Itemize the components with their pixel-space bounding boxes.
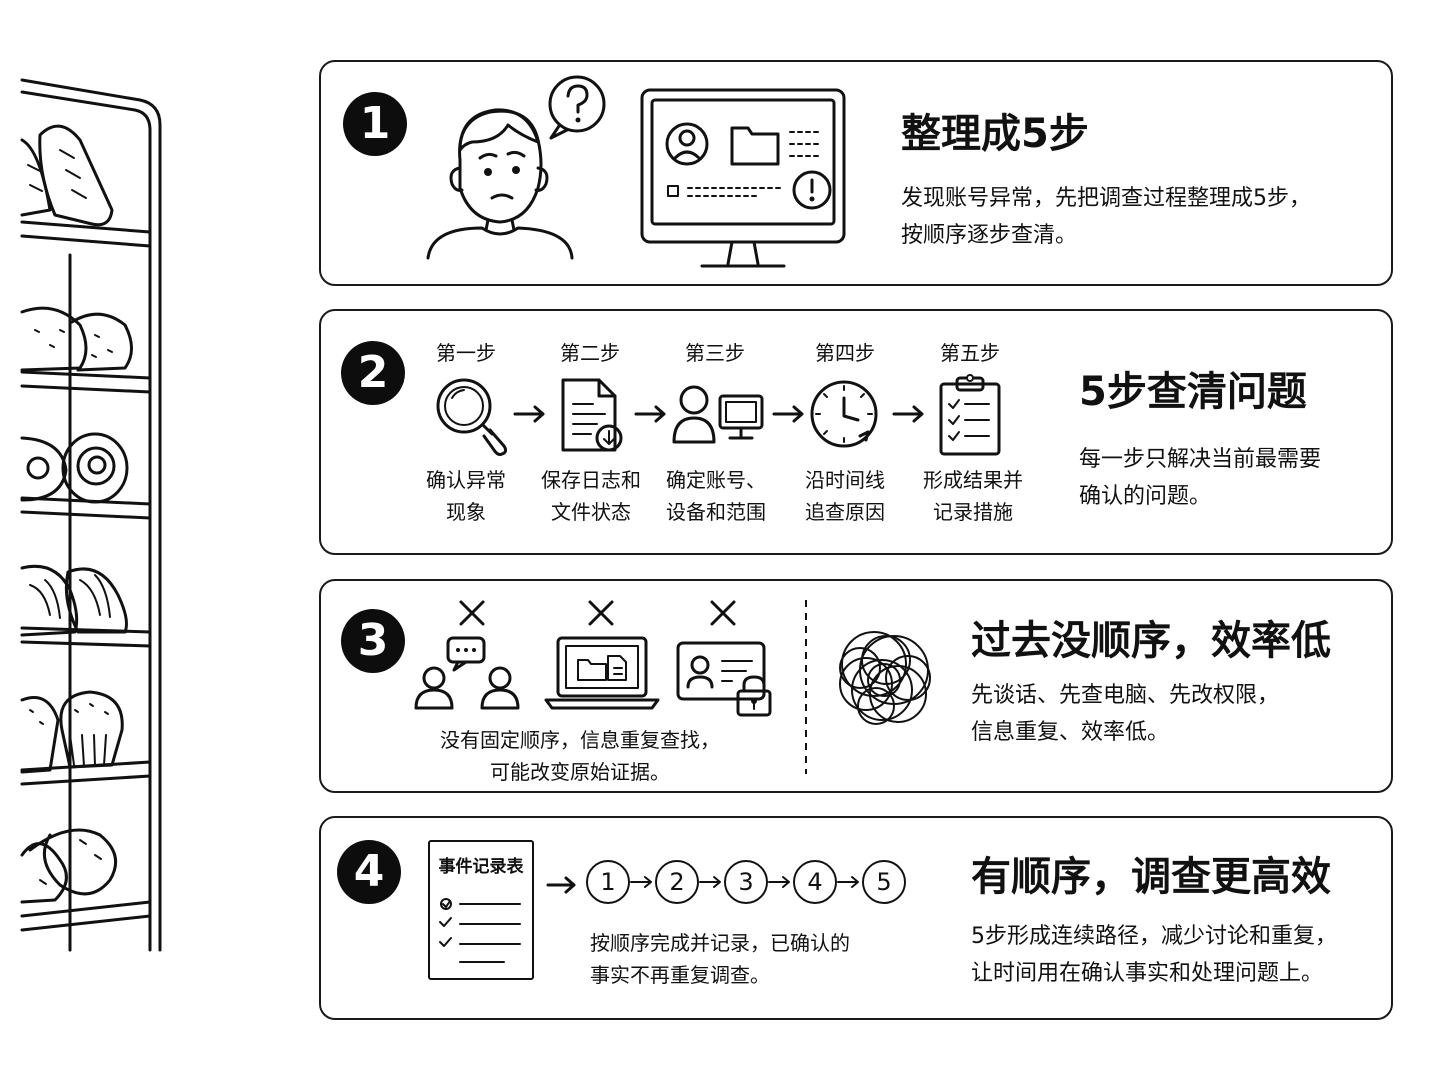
panel-2 (319, 309, 1393, 555)
panel-1-description: 发现账号异常，先把调查过程整理成5步， 按顺序逐步查清。 (901, 180, 1311, 254)
computer-monitor-alert-icon (640, 88, 846, 268)
step-5-label: 第五步 (940, 341, 1000, 365)
step-1-caption: 确认异常 现象 (396, 464, 536, 528)
panel-2-description-line: 每一步只解决当前最需要 (1079, 447, 1322, 472)
step-1-label: 第一步 (436, 341, 496, 365)
panel-3-description-line: 先谈话、先查电脑、先改权限， (971, 683, 1280, 708)
sequence-arrow-icon (699, 876, 721, 888)
question-bubble-icon (548, 75, 606, 140)
x-mark-icon (710, 600, 736, 626)
x-mark-icon (459, 600, 485, 626)
panel-2-description: 每一步只解决当前最需要 确认的问题。 (1079, 441, 1321, 515)
panel-1-description-line: 按顺序逐步查清。 (901, 223, 1078, 248)
step-4-caption: 沿时间线 追查原因 (775, 464, 915, 528)
document-download-icon (561, 378, 623, 452)
panel-3-number: 3 (341, 609, 405, 673)
sequence-step-circle: 4 (793, 860, 837, 904)
incident-record-form-title: 事件记录表 (438, 857, 524, 877)
step-arrow-icon (634, 405, 666, 423)
confused-person-icon (426, 108, 574, 260)
magnifier-icon (436, 378, 508, 456)
sequence-step-circle: 2 (655, 860, 699, 904)
panel-4-caption-line: 按顺序完成并记录，已确认的 (590, 931, 850, 955)
divider-line (805, 600, 807, 774)
step-caption-line: 追查原因 (805, 500, 885, 524)
user-monitor-icon (672, 385, 764, 444)
step-caption-line: 形成结果并 (923, 468, 1023, 492)
clock-icon (810, 380, 878, 448)
step-3-caption: 确定账号、 设备和范围 (646, 464, 786, 528)
step-caption-line: 文件状态 (551, 500, 631, 524)
panel-4-caption-line: 事实不再重复调查。 (590, 963, 770, 987)
panel-4-description: 5步形成连续路径，减少讨论和重复， 让时间用在确认事实和处理问题上。 (971, 918, 1337, 992)
laptop-files-icon (544, 636, 660, 710)
step-caption-line: 记录措施 (933, 500, 1013, 524)
step-sequence: 1 2 3 4 5 (586, 860, 906, 910)
panel-1-description-line: 发现账号异常，先把调查过程整理成5步， (901, 186, 1311, 211)
panel-4-number: 4 (337, 840, 401, 904)
round-bread-icon (20, 306, 133, 372)
sequence-arrow-icon (837, 876, 859, 888)
bagel-icon (20, 432, 129, 504)
pretzel-icon (20, 828, 118, 904)
baguette-icon (20, 124, 114, 227)
checklist-clipboard-icon (939, 374, 1001, 456)
step-caption-line: 保存日志和 (541, 468, 641, 492)
step-5-caption: 形成结果并 记录措施 (903, 464, 1043, 528)
panel-4-caption: 按顺序完成并记录，已确认的 事实不再重复调查。 (590, 927, 850, 991)
tangled-loops-icon (839, 631, 931, 725)
bakery-shelf-illustration (20, 78, 162, 952)
panel-4 (319, 816, 1393, 1020)
panel-3-description-line: 信息重复、效率低。 (971, 720, 1170, 745)
step-4-label: 第四步 (815, 341, 875, 365)
shelf-boards (20, 220, 152, 932)
muffin-icon (20, 690, 124, 774)
sequence-arrow-icon (768, 876, 790, 888)
step-caption-line: 设备和范围 (666, 500, 766, 524)
step-arrow-icon (772, 405, 804, 423)
id-card-lock-icon (676, 641, 772, 717)
panel-2-title: 5步查清问题 (1079, 369, 1307, 415)
panel-3-caption: 没有固定顺序，信息重复查找， 可能改变原始证据。 (410, 724, 750, 788)
panel-3-caption-line: 没有固定顺序，信息重复查找， (440, 728, 720, 752)
panel-1-number: 1 (343, 92, 407, 156)
panel-1-title: 整理成5步 (901, 111, 1089, 157)
step-caption-line: 现象 (446, 500, 486, 524)
panel-4-title: 有顺序，调查更高效 (971, 854, 1331, 900)
step-caption-line: 沿时间线 (805, 468, 885, 492)
step-2-caption: 保存日志和 文件状态 (521, 464, 661, 528)
panel-3-title: 过去没顺序，效率低 (971, 618, 1331, 664)
step-3-label: 第三步 (685, 341, 745, 365)
panel-2-description-line: 确认的问题。 (1079, 484, 1212, 509)
panel-2-number: 2 (341, 341, 405, 405)
step-caption-line: 确定账号、 (666, 468, 766, 492)
panel-4-description-line: 5步形成连续路径，减少讨论和重复， (971, 924, 1337, 949)
step-arrow-icon (513, 405, 545, 423)
panel-3-description: 先谈话、先查电脑、先改权限， 信息重复、效率低。 (971, 677, 1279, 751)
step-caption-line: 确认异常 (426, 468, 506, 492)
x-mark-icon (588, 600, 614, 626)
people-talking-icon (414, 636, 520, 710)
sequence-step-circle: 1 (586, 860, 630, 904)
incident-record-form: 事件记录表 (428, 840, 534, 980)
panel-3 (319, 579, 1393, 793)
sequence-step-circle: 3 (724, 860, 768, 904)
sequence-step-circle: 5 (862, 860, 906, 904)
sequence-arrow-icon (546, 876, 576, 894)
step-2-label: 第二步 (560, 341, 620, 365)
form-checklist-icon (439, 898, 521, 963)
step-arrow-icon (892, 405, 924, 423)
sequence-arrow-icon (630, 876, 652, 888)
panel-1 (319, 60, 1393, 286)
panel-3-caption-line: 可能改变原始证据。 (490, 760, 670, 784)
panel-4-description-line: 让时间用在确认事实和处理问题上。 (971, 961, 1324, 986)
croissant-icon (20, 564, 128, 637)
